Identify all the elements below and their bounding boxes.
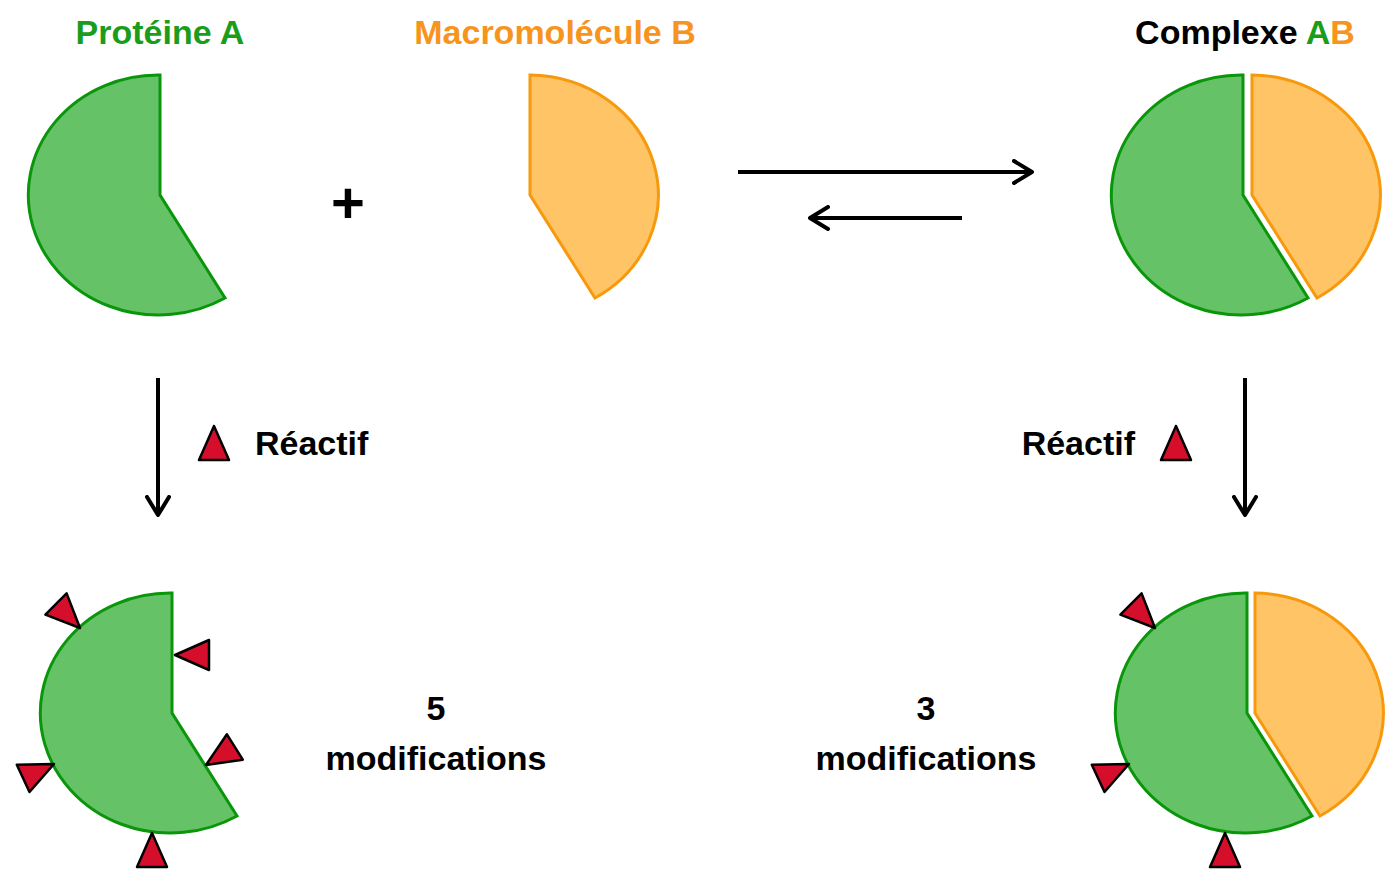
label-holder: + — [0, 0, 34, 64]
modification-count: 5 modifications — [325, 683, 546, 783]
reagent-mark — [199, 426, 229, 460]
molecule-shape — [20, 8, 300, 328]
molecule-node: Macromolécule B — [400, 8, 710, 328]
macromolecule-part — [1252, 75, 1380, 298]
molecule-shape — [1100, 8, 1390, 328]
modification-mark — [1120, 593, 1155, 628]
reagent-label: Réactif — [1022, 423, 1135, 463]
molecule-shape — [400, 8, 710, 328]
protein-part — [28, 75, 225, 315]
molecule-shape — [10, 580, 600, 875]
reaction-arrow — [810, 216, 962, 220]
modification-mark — [1092, 764, 1129, 792]
molecule-shape — [770, 580, 1390, 875]
molecule-node: 3 modifications — [770, 580, 1390, 875]
modification-count: 3 modifications — [815, 683, 1036, 783]
reagent-label: Réactif — [255, 423, 368, 463]
macromolecule-part — [530, 75, 658, 298]
modification-mark — [1210, 833, 1240, 867]
molecule-node: Complexe AB — [1100, 8, 1390, 328]
modification-mark — [175, 640, 209, 670]
reaction-arrow — [738, 170, 1032, 174]
modification-mark — [17, 764, 54, 792]
plus-sign: + — [331, 171, 365, 235]
molecule-name: Macromolécule B — [414, 12, 696, 52]
molecule-node: Protéine A — [20, 8, 300, 328]
reaction-arrow — [1243, 378, 1247, 515]
name-letter: B — [1330, 13, 1355, 51]
protein-part — [40, 593, 237, 833]
modification-mark — [45, 593, 80, 628]
molecule-name: Protéine A — [76, 12, 245, 52]
reagent-mark — [1161, 426, 1191, 460]
modification-mark — [206, 734, 243, 765]
name-letter: A — [1306, 13, 1331, 51]
macromolecule-part — [1255, 593, 1383, 816]
molecule-node: 5 modifications — [10, 580, 600, 875]
modification-mark — [137, 833, 167, 867]
reaction-arrow — [156, 378, 160, 515]
molecule-name: Complexe AB — [1135, 12, 1355, 52]
name-part: Complexe — [1135, 13, 1306, 51]
